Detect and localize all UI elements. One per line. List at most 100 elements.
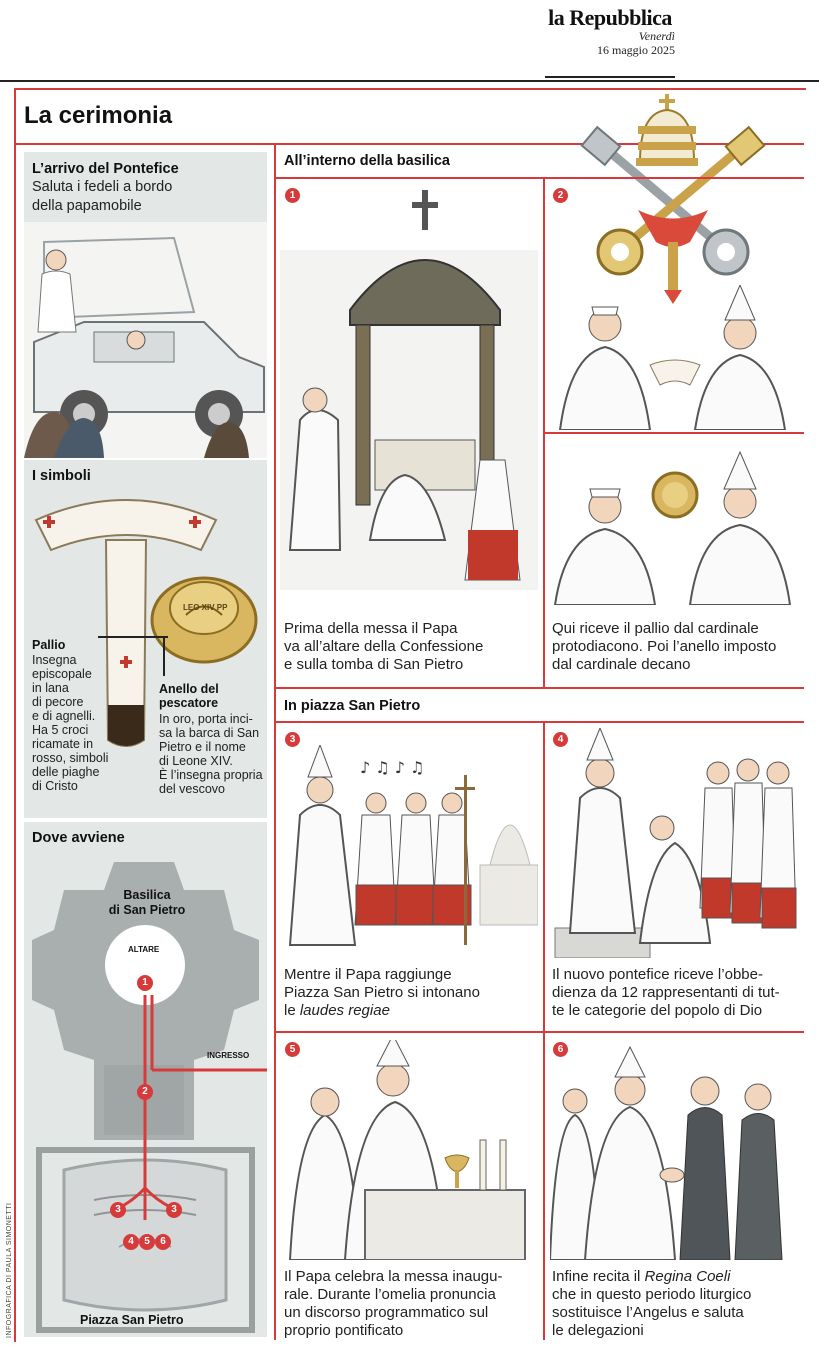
obedience-illustration xyxy=(550,728,802,958)
map-marker-2: 2 xyxy=(137,1084,153,1100)
altare-label: ALTARE xyxy=(128,945,160,954)
caption-line: le laudes regiae xyxy=(284,1002,480,1020)
map-marker-6: 6 xyxy=(155,1234,171,1250)
pallio-text-line: di Cristo xyxy=(32,779,78,793)
piazza-label: Piazza San Pietro xyxy=(80,1313,184,1327)
panel-2-number: 2 xyxy=(553,188,568,203)
caption-line: Qui riceve il pallio dal cardinale xyxy=(552,620,759,637)
map-title: Dove avviene xyxy=(32,830,125,846)
popemobile-illustration xyxy=(24,222,267,458)
anello-text-line: È l’insegna propria xyxy=(159,768,263,782)
masthead-day: Venerdì xyxy=(638,29,675,43)
anello-title-line: pescatore xyxy=(159,696,219,710)
caption-line: e sulla tomba di San Pietro xyxy=(284,656,464,673)
panel-5-number: 5 xyxy=(285,1042,300,1057)
infographic-credit: INFOGRAFICA DI PAULA SIMONETTI xyxy=(6,1202,13,1338)
anello-text-line: di Leone XIV. xyxy=(159,754,233,768)
panel-3-number: 3 xyxy=(285,732,300,747)
pallio-text-line: delle piaghe xyxy=(32,765,100,779)
inside-bottom-rule xyxy=(274,687,804,689)
anello-title-line: Anello del xyxy=(159,682,219,696)
arrival-subtitle-1: Saluta i fedeli a bordo xyxy=(32,179,173,195)
caption-italic: Regina Coeli xyxy=(644,1268,731,1285)
caption-line: dienza da 12 rappresentanti di tut- xyxy=(552,984,780,1001)
pallium-receiving-illustration xyxy=(550,285,800,430)
ring-inscription: LEO XIV PP xyxy=(183,603,228,612)
arrival-title: L’arrivo del Pontefice xyxy=(32,161,179,177)
anello-text-line: In oro, porta inci- xyxy=(159,712,253,726)
page-title: La cerimonia xyxy=(24,102,173,129)
masthead-date: 16 maggio 2025 xyxy=(597,43,675,57)
caption-line: Piazza San Pietro si intonano xyxy=(284,984,480,1001)
square-col-rule xyxy=(543,721,545,1340)
panel-1-caption: Prima della messa il Papa va all’altare … xyxy=(284,620,483,674)
caption-line: Mentre il Papa raggiunge xyxy=(284,966,452,983)
pallium-ring-illustration xyxy=(26,490,266,750)
pallio-text-line: episcopale xyxy=(32,667,92,681)
pallio-leader-line xyxy=(98,636,168,638)
infographic-frame xyxy=(14,88,806,1342)
map-marker-3-right: 3 xyxy=(166,1202,182,1218)
panel-4-number: 4 xyxy=(553,732,568,747)
ingresso-label: INGRESSO xyxy=(207,1051,250,1060)
map-marker-3-left: 3 xyxy=(110,1202,126,1218)
caption-line: Infine recita il Regina Coeli xyxy=(552,1268,751,1286)
map-marker-5: 5 xyxy=(139,1234,155,1250)
caption-prefix: le xyxy=(284,1002,300,1019)
basilica-label-line: Basilica xyxy=(123,888,171,902)
panel-4-caption: Il nuovo pontefice riceve l’obbe- dienza… xyxy=(552,966,780,1020)
map-marker-4: 4 xyxy=(123,1234,139,1250)
square-mid-rule xyxy=(274,1031,804,1033)
caption-line: te le categorie del popolo di Dio xyxy=(552,1002,763,1019)
altar-illustration xyxy=(280,190,538,600)
masthead-rule xyxy=(545,76,675,78)
choir-illustration: ♪ ♫ ♪ ♫ xyxy=(280,745,538,950)
panel-2-caption: Qui riceve il pallio dal cardinale proto… xyxy=(552,620,776,674)
anello-text-line: del vescovo xyxy=(159,782,226,796)
pallio-text-line: Insegna xyxy=(32,653,77,667)
masthead: la Repubblica Venerdì 16 maggio 2025 xyxy=(545,5,675,58)
anello-text-line: sa la barca di San xyxy=(159,726,260,740)
section-inside-title: All’interno della basilica xyxy=(284,153,450,169)
caption-line: proprio pontificato xyxy=(284,1322,404,1339)
svg-text:♪ ♫ ♪ ♫: ♪ ♫ ♪ ♫ xyxy=(360,758,424,777)
panel-6-number: 6 xyxy=(553,1042,568,1057)
ring-imposition-illustration xyxy=(550,447,800,605)
pallio-text-line: in lana xyxy=(32,681,69,695)
panel2-split-rule xyxy=(543,432,804,434)
pallio-text-line: di pecore xyxy=(32,695,84,709)
caption-italic: laudes regiae xyxy=(299,1002,390,1019)
mass-illustration xyxy=(285,1040,538,1260)
pallio-text-line: Ha 5 croci xyxy=(32,723,89,737)
caption-line: Il nuovo pontefice riceve l’obbe- xyxy=(552,966,763,983)
panel-3-caption: Mentre il Papa raggiunge Piazza San Piet… xyxy=(284,966,480,1020)
pallio-text-line: e di agnelli. xyxy=(32,709,96,723)
caption-line: le delegazioni xyxy=(552,1322,644,1339)
arrival-subtitle-2: della papamobile xyxy=(32,198,142,214)
pallio-text-line: rosso, simboli xyxy=(32,751,109,765)
panel-5-caption: Il Papa celebra la messa inaugu- rale. D… xyxy=(284,1268,502,1340)
basilica-label-line: di San Pietro xyxy=(108,903,186,917)
inside-divider xyxy=(274,177,804,179)
pallio-text: Insegna episcopale in lana di pecore e d… xyxy=(32,653,127,793)
caption-line: dal cardinale decano xyxy=(552,656,691,673)
delegations-illustration xyxy=(550,1045,800,1260)
newspaper-logo: la Repubblica xyxy=(548,5,672,30)
caption-line: va all’altare della Confessione xyxy=(284,638,484,655)
caption-line: Il Papa celebra la messa inaugu- xyxy=(284,1268,503,1285)
caption-line: un discorso programmatico sul xyxy=(284,1304,489,1321)
map-marker-1: 1 xyxy=(137,975,153,991)
anello-text-line: Pietro e il nome xyxy=(159,740,246,754)
caption-prefix: Infine recita il xyxy=(552,1268,645,1285)
anello-text: In oro, porta inci- sa la barca di San P… xyxy=(159,712,267,796)
anello-title: Anello del pescatore xyxy=(159,682,219,710)
caption-line: protodiacono. Poi l’anello imposto xyxy=(552,638,777,655)
pallio-text-line: ricamate in xyxy=(32,737,94,751)
caption-line: che in questo periodo liturgico xyxy=(552,1286,752,1303)
square-divider xyxy=(274,721,804,723)
page-top-rule xyxy=(0,80,819,82)
anello-leader-line xyxy=(163,636,165,676)
caption-line: sostituisce l’Angelus e saluta xyxy=(552,1304,744,1321)
symbols-title: I simboli xyxy=(32,468,91,484)
panel-1-number: 1 xyxy=(285,188,300,203)
